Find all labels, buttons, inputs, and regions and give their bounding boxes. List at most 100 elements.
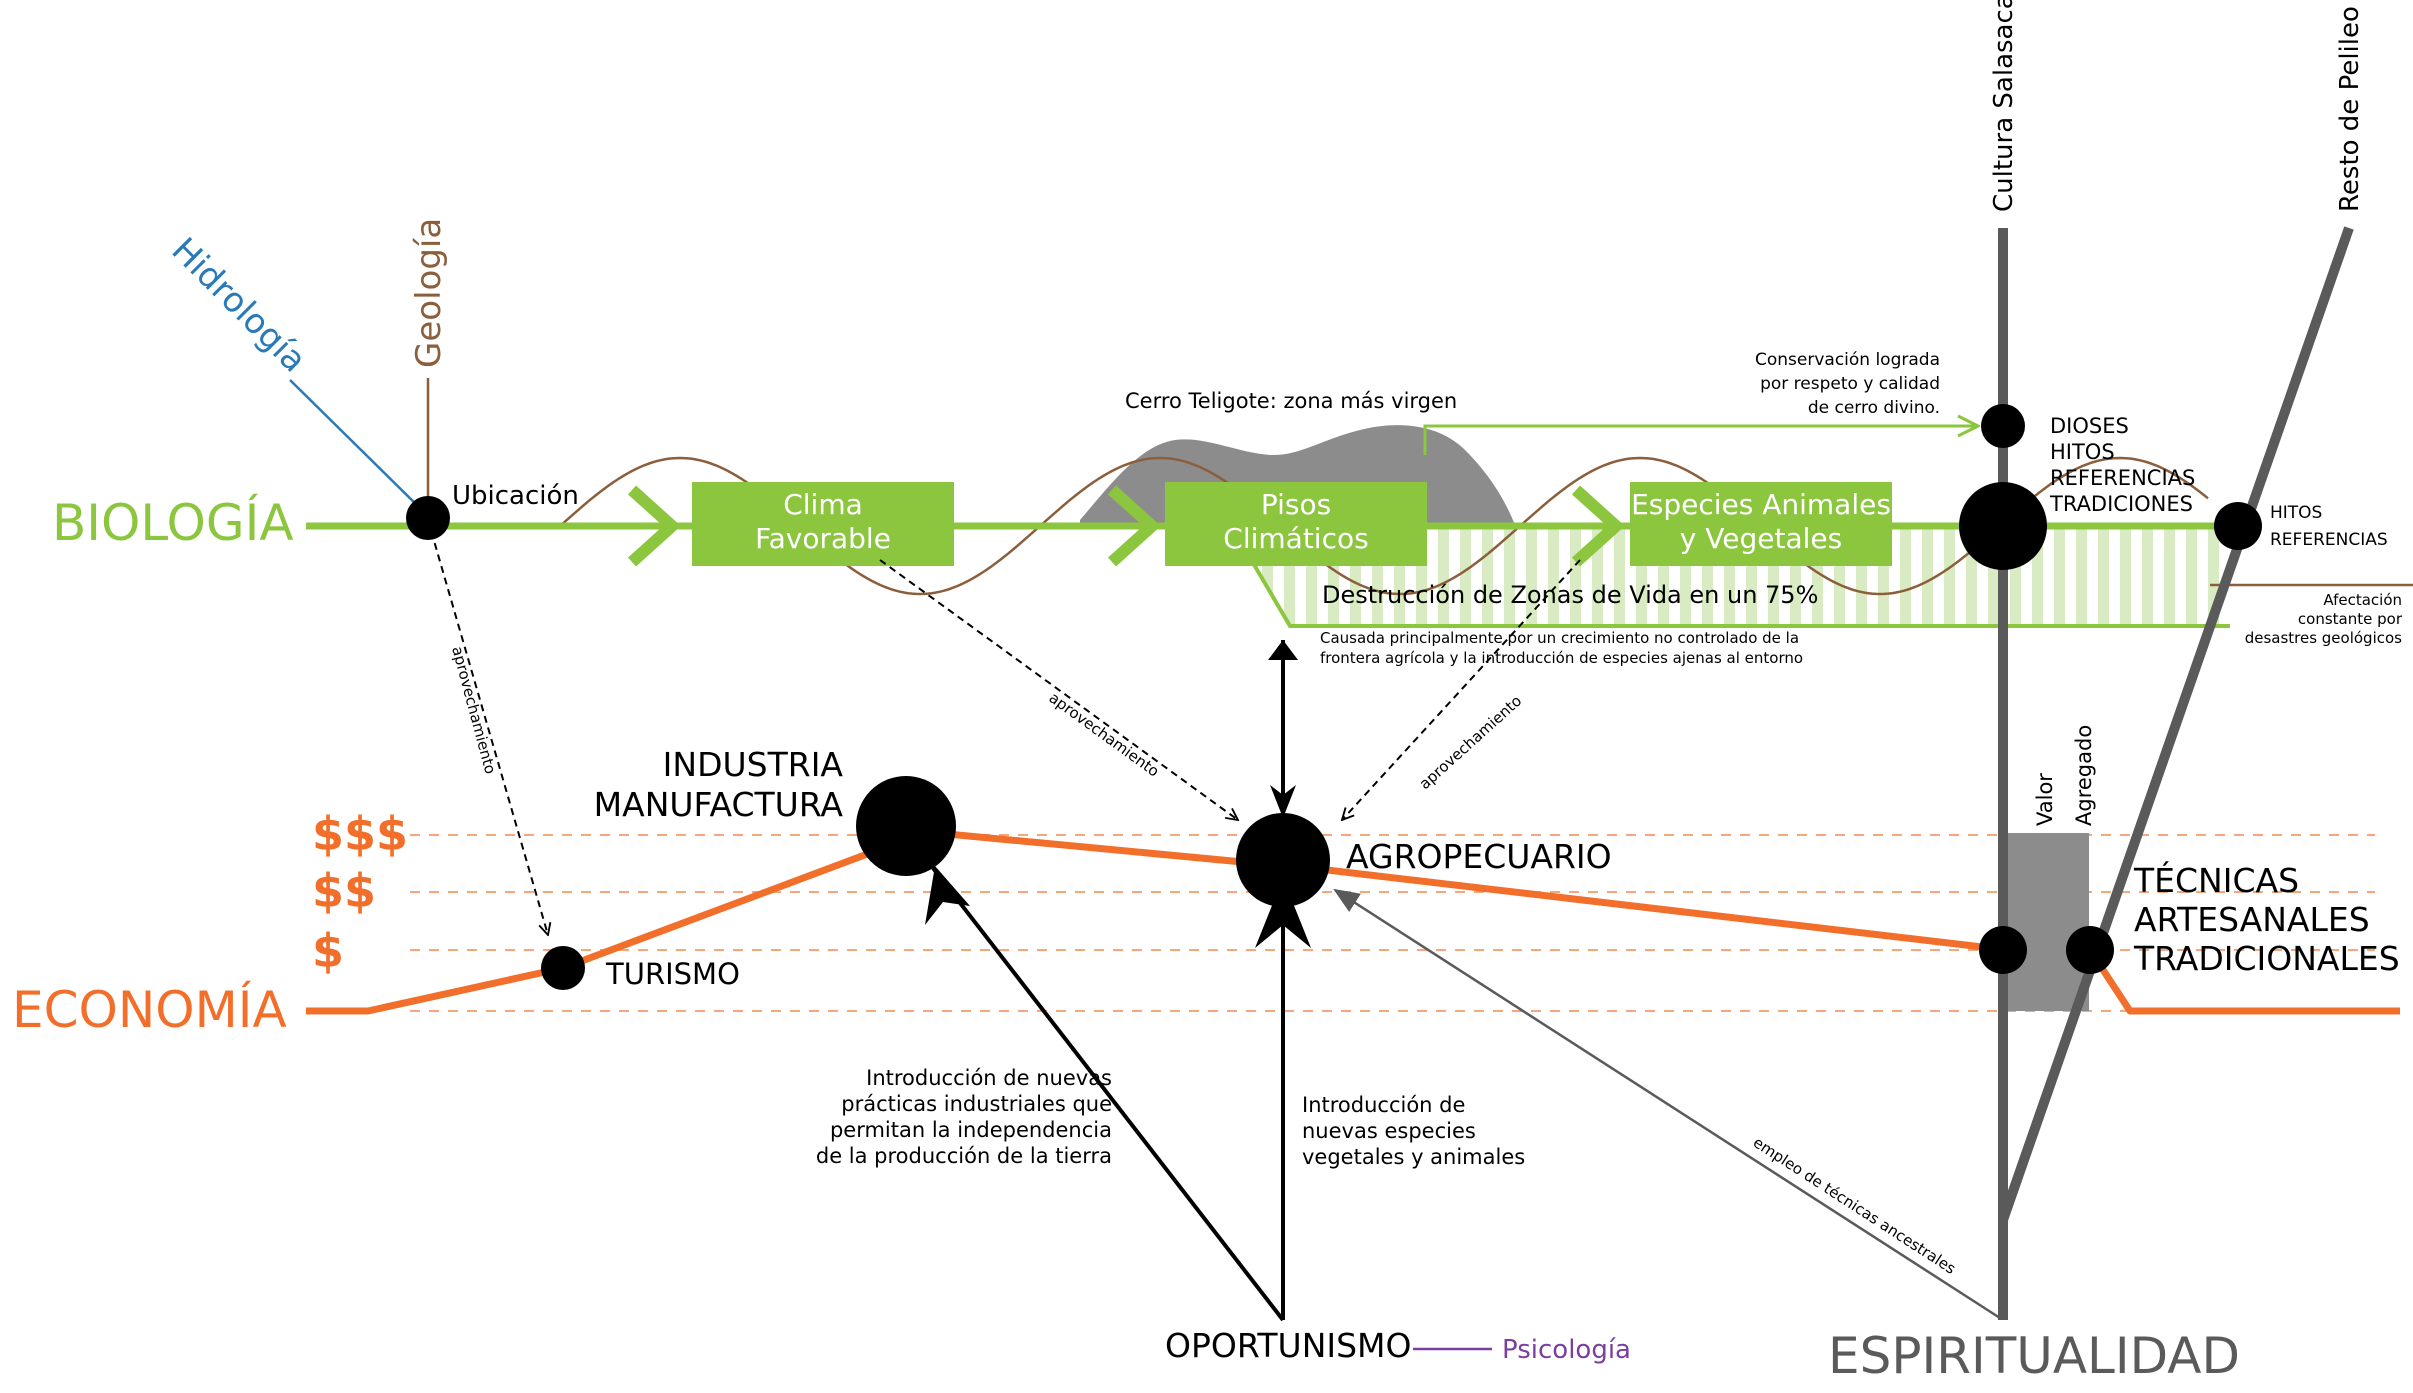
stripe <box>1944 527 1955 626</box>
annotation-intro-industrial-3: permitan la independencia <box>830 1118 1112 1142</box>
hydrology-line <box>289 379 429 517</box>
pelileo-axis-label: Resto de Pelileo <box>2335 6 2365 212</box>
annotation-aprovechamiento-3: aprovechamiento <box>1416 692 1526 793</box>
annotation-afectacion-1: Afectación <box>2323 591 2402 609</box>
stripe <box>2186 527 2197 626</box>
stripe <box>1680 527 1691 626</box>
annotation-intro-especies-1: Introducción de <box>1302 1093 1465 1117</box>
stripe <box>1526 527 1537 626</box>
stripe <box>1306 527 1317 626</box>
salasaca-axis-label: Cultura Salasaca <box>1989 0 2019 212</box>
biology-axis-label: BIOLOGÍA <box>52 493 294 552</box>
annotation-aprovechamiento-1: aprovechamiento <box>448 644 499 776</box>
node-tecnicas <box>2066 926 2114 974</box>
annotation-causada-2: frontera agrícola y la introducción de e… <box>1320 649 1803 667</box>
box-especies: Especies Animales y Vegetales <box>1630 482 1892 566</box>
box-especies-line1: Especies Animales <box>1631 488 1891 521</box>
node-salasaca-economy <box>1979 926 2027 974</box>
label-turismo: TURISMO <box>605 957 740 991</box>
node-hitos <box>2214 502 2262 550</box>
spirituality-axis-label: ESPIRITUALIDAD <box>1828 1327 2240 1385</box>
destruction-zone <box>1230 525 2230 628</box>
stripe <box>1900 527 1911 626</box>
stripe <box>1548 527 1559 626</box>
annotation-afectacion-2: constante por <box>2298 610 2403 628</box>
stripe <box>1922 527 1933 626</box>
arrow-heads <box>925 640 1311 948</box>
stripe <box>1658 527 1669 626</box>
label-agropecuario: AGROPECUARIO <box>1346 837 1612 876</box>
box-especies-line2: y Vegetales <box>1680 522 1842 555</box>
stripe <box>1988 527 1999 626</box>
stripe <box>2208 527 2219 626</box>
stripe <box>1504 527 1515 626</box>
stripe <box>1834 527 1845 626</box>
box-clima-line2: Favorable <box>755 522 891 555</box>
stripe <box>2054 527 2065 626</box>
nodes <box>406 404 2262 990</box>
annotation-conservacion-1: Conservación lograda <box>1755 350 1940 370</box>
box-clima-line1: Clima <box>783 488 863 521</box>
annotation-afectacion-3: desastres geológicos <box>2245 629 2402 647</box>
node-tradiciones-large <box>1959 482 2047 570</box>
hydrology-axis-label: Hidrología <box>164 230 314 380</box>
label-tecnicas-2: ARTESANALES <box>2134 900 2370 939</box>
aprovechamiento-arrows <box>427 519 1581 935</box>
money-low: $ <box>312 924 344 978</box>
annotation-cerro: Cerro Teligote: zona más virgen <box>1125 389 1457 413</box>
stripe <box>2142 527 2153 626</box>
money-mid: $$ <box>312 864 376 918</box>
stripe <box>1746 527 1757 626</box>
stripe <box>1416 527 1427 626</box>
stripe <box>1636 527 1647 626</box>
stripe <box>1372 527 1383 626</box>
empleo-arrow <box>1333 888 2001 1320</box>
box-pisos-line1: Pisos <box>1261 488 1331 521</box>
stripe <box>1570 527 1581 626</box>
stripe <box>1262 527 1273 626</box>
label-hitos-2: REFERENCIAS <box>2270 530 2388 550</box>
stripe <box>1284 527 1295 626</box>
node-industria <box>856 776 956 876</box>
stripe <box>1350 527 1361 626</box>
annotation-intro-industrial-4: de la producción de la tierra <box>816 1144 1112 1168</box>
annotation-conservacion-2: por respeto y calidad <box>1760 374 1940 394</box>
stripe <box>1592 527 1603 626</box>
stripe <box>2120 527 2131 626</box>
label-industria-2: MANUFACTURA <box>594 785 844 824</box>
label-tecnicas-1: TÉCNICAS <box>2133 860 2299 900</box>
box-pisos-climaticos: Pisos Climáticos <box>1165 482 1427 566</box>
money-high: $$$ <box>312 807 408 861</box>
stripe <box>1614 527 1625 626</box>
annotation-causada-1: Causada principalmente por un crecimient… <box>1320 629 1799 647</box>
psychology-axis-label: Psicología <box>1502 1335 1631 1365</box>
stripe <box>1328 527 1339 626</box>
stripe <box>2076 527 2087 626</box>
annotation-valor: Valor <box>2033 773 2057 826</box>
box-pisos-line2: Climáticos <box>1223 522 1368 555</box>
stripe <box>1878 527 1889 626</box>
stripe <box>1790 527 1801 626</box>
node-ubicacion <box>406 496 450 540</box>
label-ubicacion: Ubicación <box>452 481 579 511</box>
stripe <box>2010 527 2021 626</box>
annotation-empleo: empleo de técnicas ancestrales <box>1750 1133 1959 1278</box>
annotation-intro-industrial-2: prácticas industriales que <box>841 1092 1112 1116</box>
annotation-agregado: Agregado <box>2072 725 2096 826</box>
label-dioses-2: HITOS <box>2050 440 2115 464</box>
label-tecnicas-3: TRADICIONALES <box>2133 939 2400 978</box>
label-dioses-4: TRADICIONES <box>2049 492 2193 516</box>
economy-axis-label: ECONOMÍA <box>12 980 287 1039</box>
stripe <box>1812 527 1823 626</box>
box-clima-favorable: Clima Favorable <box>692 482 954 566</box>
stripe <box>2098 527 2109 626</box>
label-dioses-3: REFERENCIAS <box>2050 466 2195 490</box>
stripe <box>1394 527 1405 626</box>
stripe <box>1460 527 1471 626</box>
conservacion-arrow <box>1423 426 1978 455</box>
node-agropecuario <box>1236 813 1330 907</box>
stripe <box>1724 527 1735 626</box>
node-dioses <box>1981 404 2025 448</box>
annotation-intro-especies-3: vegetales y animales <box>1302 1145 1525 1169</box>
